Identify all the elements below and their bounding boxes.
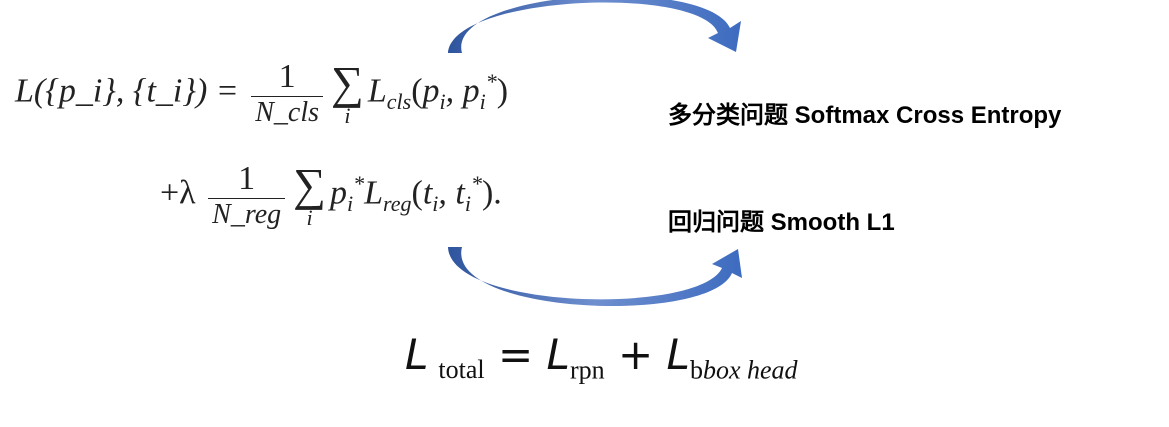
- total-subscript: total: [438, 355, 485, 385]
- L-symbol: L: [666, 330, 690, 379]
- sum-index: i: [306, 204, 313, 230]
- frac-denominator-nreg: N_reg: [212, 199, 282, 230]
- L-symbol: L: [546, 330, 570, 379]
- frac-numerator: 1: [208, 160, 286, 199]
- equals: =: [497, 330, 534, 379]
- plus: +: [617, 330, 654, 379]
- sum-symbol: ∑i: [331, 56, 364, 128]
- L-symbol: L: [405, 330, 429, 379]
- frac-denominator-ncls: N_cls: [255, 97, 320, 128]
- bottom-curved-arrow-icon: [448, 247, 742, 307]
- sum-index: i: [344, 102, 351, 128]
- classification-label: 多分类问题 Softmax Cross Entropy: [668, 102, 1062, 129]
- sum-symbol: ∑i: [293, 158, 326, 230]
- lambda-prefix: +λ: [160, 174, 196, 212]
- regression-label: 回归问题 Smooth L1: [668, 209, 895, 236]
- loss-lhs: L({p_i}, {t_i}) =: [15, 72, 239, 110]
- top-curved-arrow-icon: [448, 0, 741, 53]
- rpn-subscript: rpn: [569, 355, 605, 385]
- bbox-subscript-rest: box head: [702, 355, 798, 385]
- frac-numerator: 1: [251, 58, 324, 97]
- bbox-subscript-b: b: [689, 355, 703, 385]
